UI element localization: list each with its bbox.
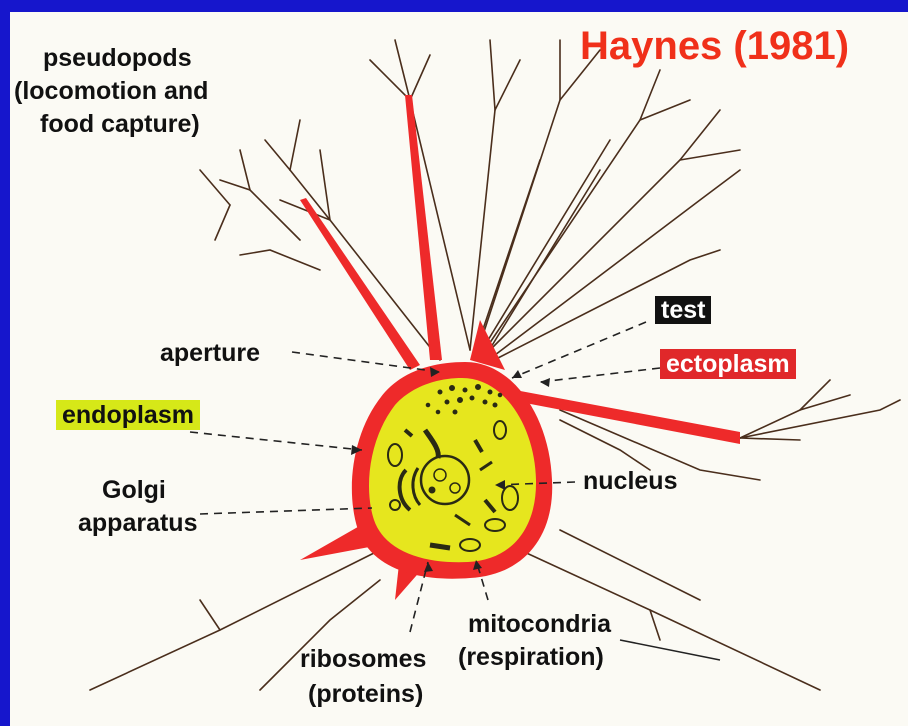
ectoplasm-label: ectoplasm [660,349,796,379]
pseudopods-label: pseudopods (locomotion and food capture) [40,42,208,141]
pseudopods-label-line-1: pseudopods [40,42,208,75]
test-label: test [655,296,711,324]
mitochondria-pointer [620,640,720,660]
ribosomes-label-line-1: ribosomes [300,642,426,677]
pseudopods-label-line-2: (locomotion and [14,75,208,108]
ribosomes-label-line-2: (proteins) [300,677,426,712]
nucleus-label: nucleus [583,466,677,496]
mitochondria-label-line-1: mitocondria [458,608,611,641]
aperture-label: aperture [160,338,260,368]
ribosomes-label: ribosomes (proteins) [300,642,426,712]
citation-title: Haynes (1981) [580,24,849,69]
golgi-label-line-1: Golgi [78,474,197,507]
endoplasm-label: endoplasm [56,400,200,430]
mitochondria-label: mitocondria (respiration) [458,608,611,674]
golgi-apparatus-label: Golgi apparatus [78,474,197,540]
golgi-label-line-2: apparatus [78,507,197,540]
pseudopods-label-line-3: food capture) [40,108,208,141]
mitochondria-label-line-2: (respiration) [458,641,611,674]
